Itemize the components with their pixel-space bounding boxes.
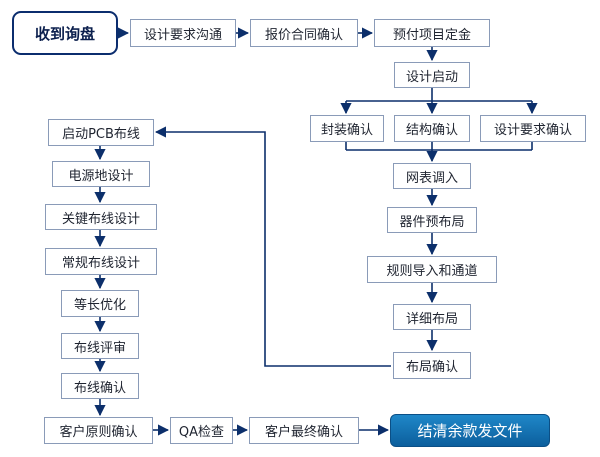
routing-review-node: 布线评审	[61, 333, 139, 359]
routing-confirm-node: 布线确认	[61, 373, 139, 399]
layout-confirm-node: 布局确认	[393, 352, 471, 379]
customer-rule-confirm-node: 客户原则确认	[44, 417, 153, 444]
component-preplace-node: 器件预布局	[387, 207, 477, 233]
rule-import-node: 规则导入和通道	[367, 256, 497, 283]
package-confirm-node: 封装确认	[310, 115, 384, 142]
qa-check-node: QA检查	[170, 417, 233, 444]
customer-final-confirm-node: 客户最终确认	[249, 417, 359, 444]
design-requirement-confirm-node: 设计要求确认	[480, 115, 586, 142]
power-ground-design-node: 电源地设计	[52, 161, 150, 187]
design-requirement-communication-node: 设计要求沟通	[130, 19, 236, 47]
detail-layout-node: 详细布局	[393, 304, 471, 330]
pcb-routing-start-node: 启动PCB布线	[48, 119, 154, 146]
arrow-layout-confirm-to-pcb-start	[154, 126, 391, 367]
length-optimization-node: 等长优化	[61, 290, 139, 317]
netlist-import-node: 网表调入	[393, 163, 471, 189]
structure-confirm-node: 结构确认	[394, 115, 470, 142]
prepay-deposit-node: 预付项目定金	[374, 19, 490, 47]
normal-routing-design-node: 常规布线设计	[45, 248, 157, 275]
end-node: 结清余款发文件	[390, 414, 550, 447]
design-start-node: 设计启动	[394, 62, 470, 88]
quote-contract-confirm-node: 报价合同确认	[250, 19, 358, 47]
start-node: 收到询盘	[12, 11, 118, 55]
key-routing-design-node: 关键布线设计	[45, 204, 157, 230]
